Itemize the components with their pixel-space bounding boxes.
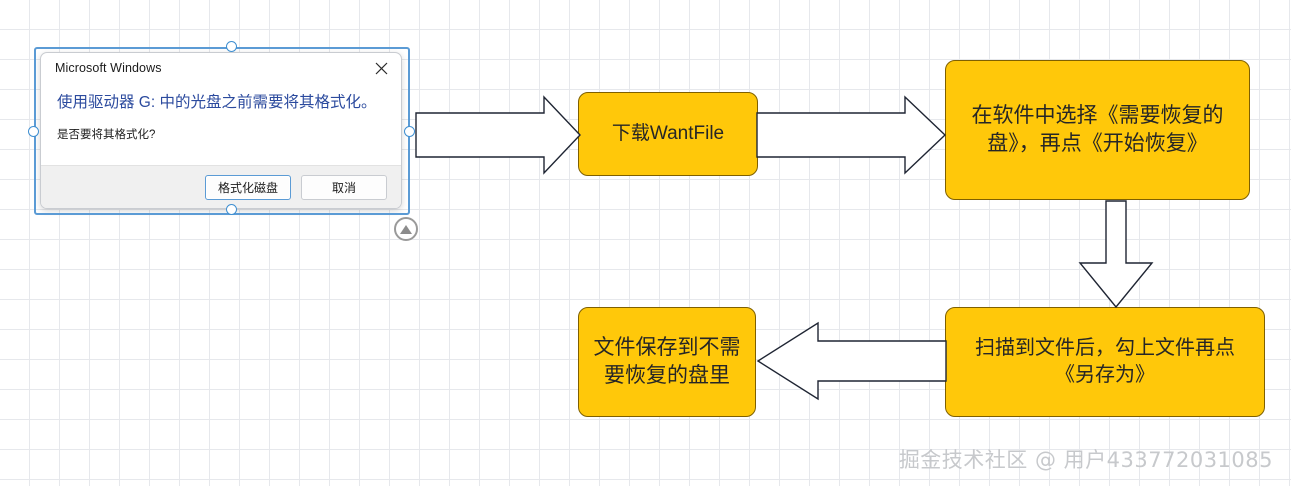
dialog-sub-message: 是否要将其格式化? <box>57 129 156 142</box>
watermark-text: 掘金技术社区 @ 用户433772031085 <box>898 448 1273 472</box>
resize-handle-middle-left[interactable] <box>28 126 39 137</box>
cancel-button[interactable]: 取消 <box>301 174 387 200</box>
resize-handle-bottom-center[interactable] <box>226 204 237 215</box>
dialog-title: Microsoft Windows <box>55 61 162 75</box>
dialog-button-bar: 格式化磁盘 取消 <box>41 165 401 208</box>
dialog-titlebar: Microsoft Windows <box>41 53 401 83</box>
close-icon[interactable] <box>361 53 401 83</box>
resize-handle-top-center[interactable] <box>226 41 237 52</box>
flow-box-save-to-other-disk[interactable]: 文件保存到不需 要恢复的盘里 <box>578 307 756 417</box>
flow-box-download-wantfile[interactable]: 下载WantFile <box>578 92 758 176</box>
rotate-handle-icon[interactable] <box>394 217 418 241</box>
arrow-download-to-select <box>756 95 947 175</box>
dialog-main-message: 使用驱动器 G: 中的光盘之前需要将其格式化。 <box>57 94 377 111</box>
flow-box-label: 文件保存到不需 要恢复的盘里 <box>593 335 741 387</box>
flow-box-label: 下载WantFile <box>611 123 725 145</box>
flow-box-select-disk-start-recovery[interactable]: 在软件中选择《需要恢复的 盘》，再点《开始恢复》 <box>945 60 1250 200</box>
arrow-dialog-to-download <box>415 95 582 175</box>
resize-handle-middle-right[interactable] <box>404 126 415 137</box>
format-disk-dialog: Microsoft Windows 使用驱动器 G: 中的光盘之前需要将其格式化… <box>40 52 402 209</box>
rotate-arrow-glyph <box>400 224 412 234</box>
flow-box-scan-check-save-as[interactable]: 扫描到文件后，勾上文件再点 《另存为》 <box>945 307 1265 417</box>
arrow-scan-to-save <box>756 313 948 409</box>
windows-dialog-object[interactable]: Microsoft Windows 使用驱动器 G: 中的光盘之前需要将其格式化… <box>28 41 418 241</box>
format-disk-button[interactable]: 格式化磁盘 <box>205 174 291 200</box>
arrow-select-to-scan <box>1078 200 1154 309</box>
flow-box-label: 扫描到文件后，勾上文件再点 《另存为》 <box>975 337 1235 386</box>
flow-box-label: 在软件中选择《需要恢复的 盘》，再点《开始恢复》 <box>971 103 1224 155</box>
dialog-body: 使用驱动器 G: 中的光盘之前需要将其格式化。 是否要将其格式化? <box>41 83 401 167</box>
